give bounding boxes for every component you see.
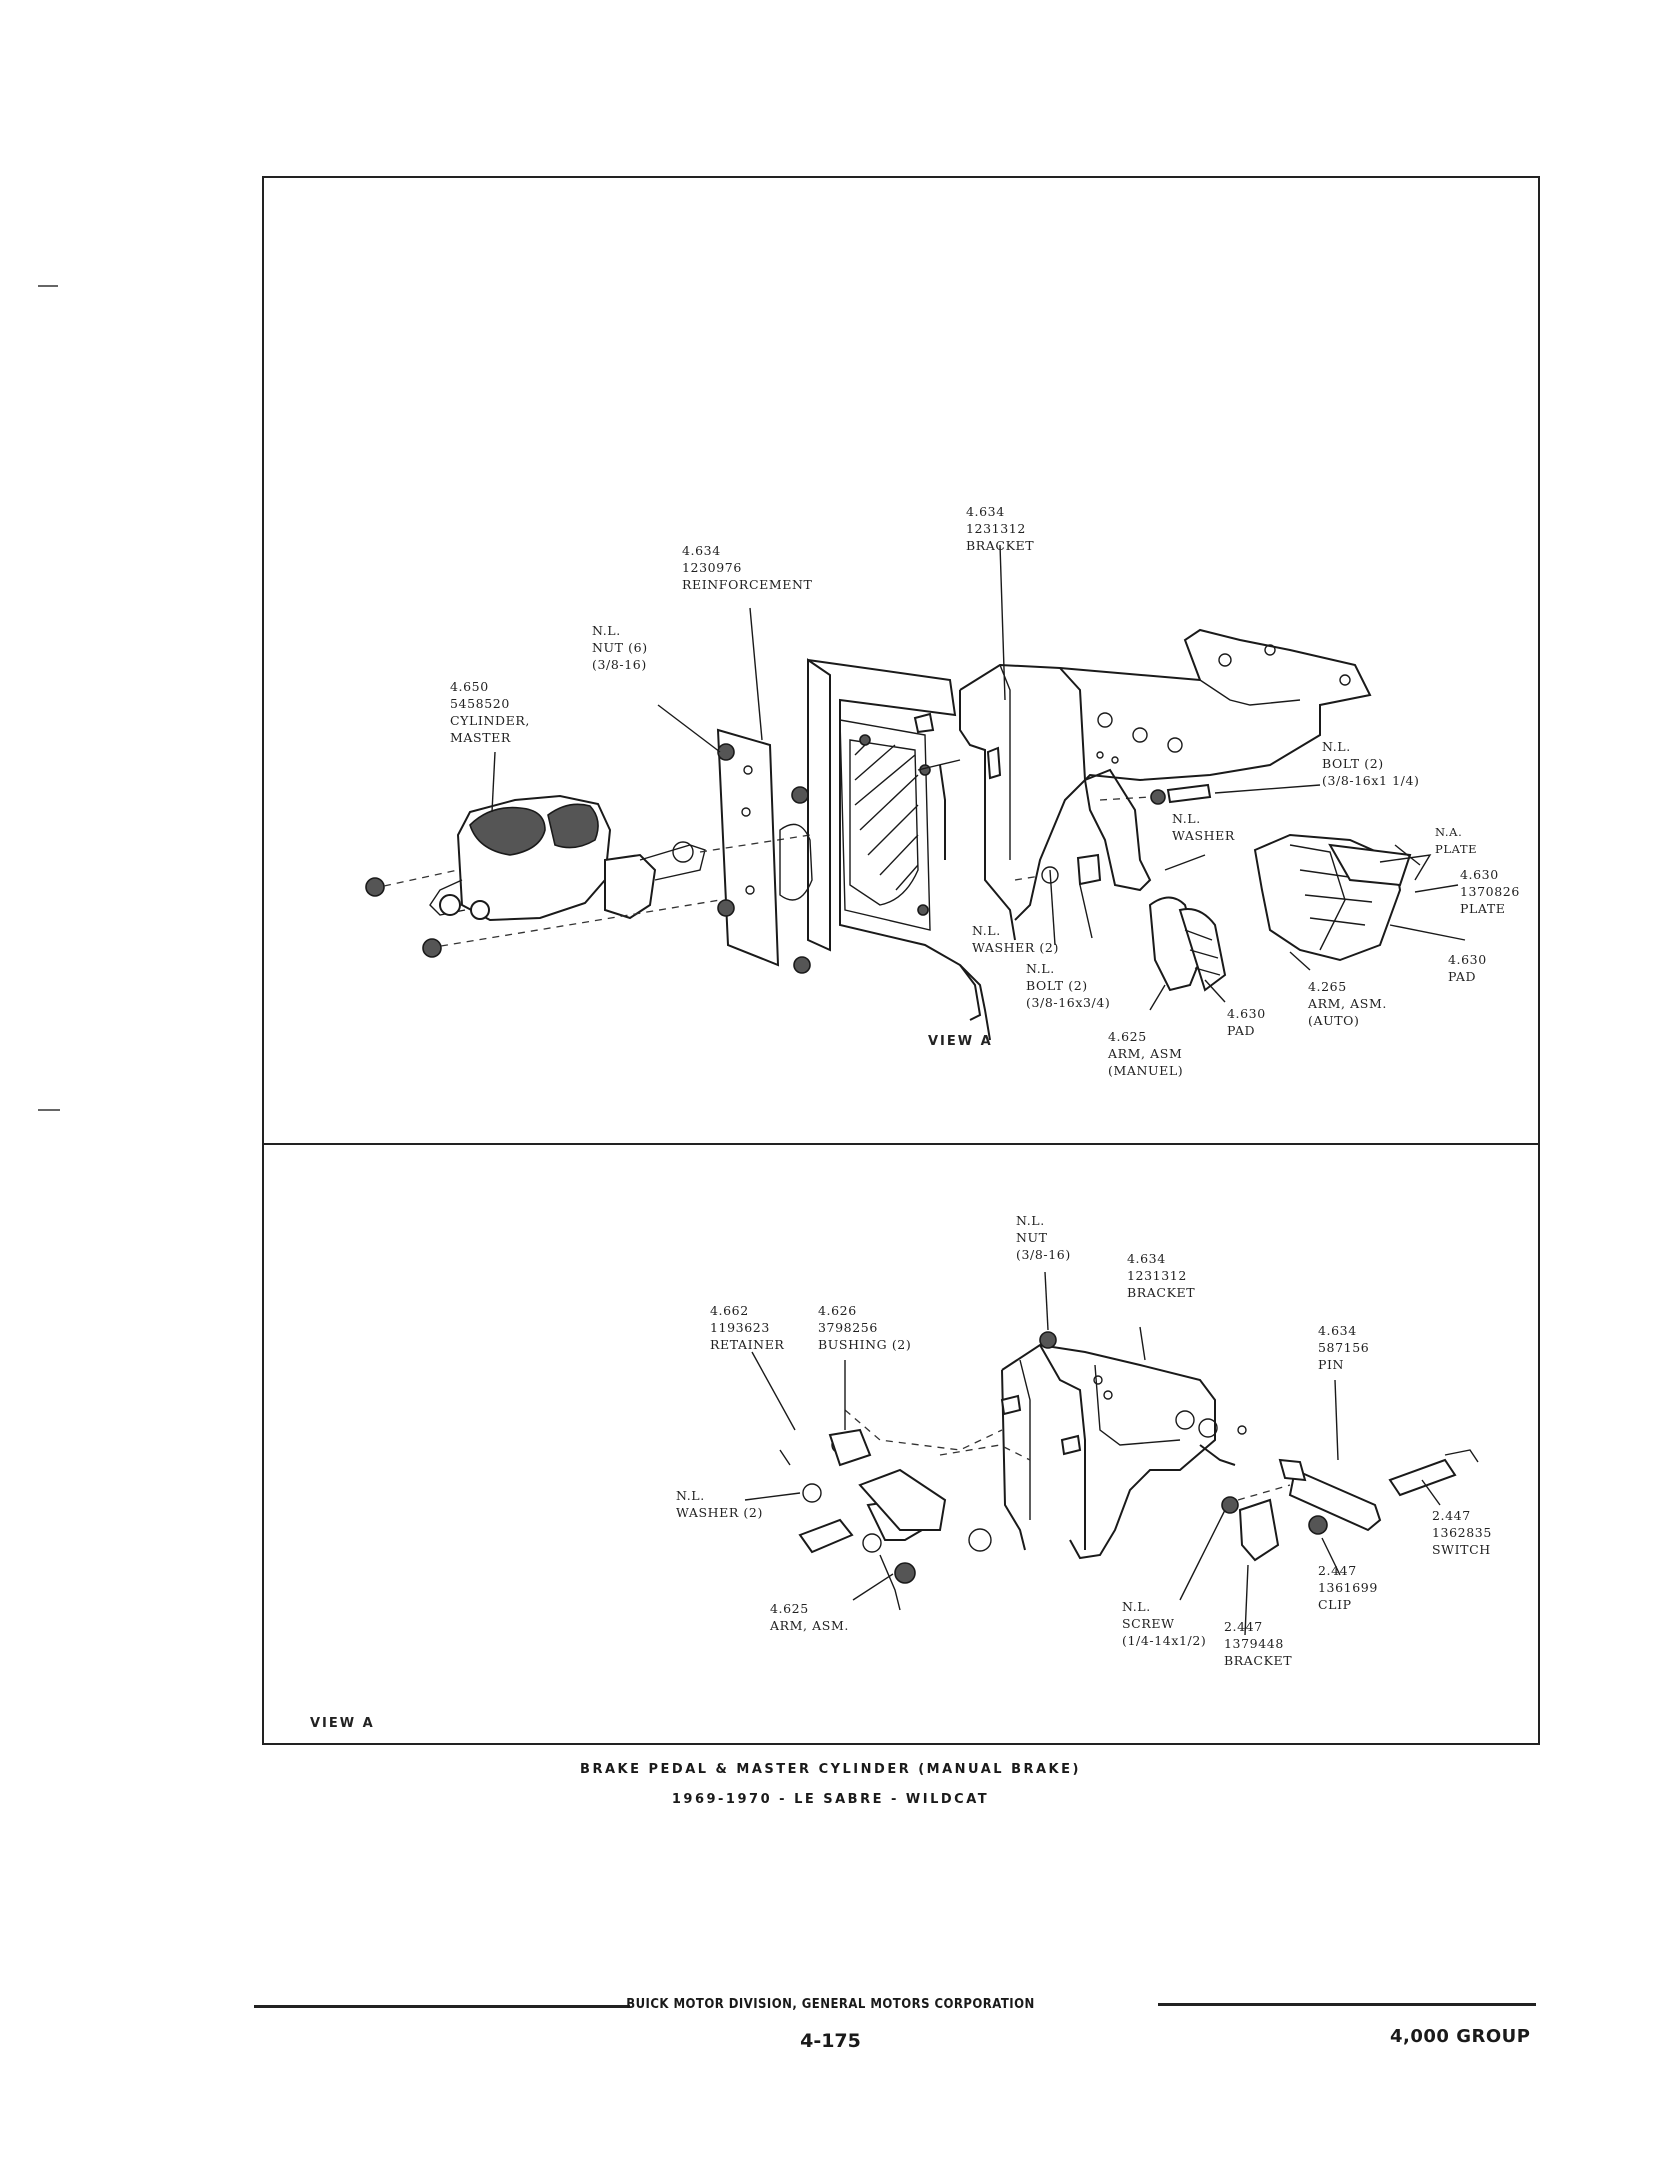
footer-rule bbox=[1158, 2003, 1536, 2006]
bolts-and-washers bbox=[1014, 783, 1212, 886]
na-plate-label: N.A. PLATE bbox=[1435, 825, 1478, 856]
bushing-label: 4.626 3798256 BUSHING (2) bbox=[818, 1303, 912, 1352]
view-a-hidden-line bbox=[939, 1444, 1031, 1461]
view-a-bracket-illustration bbox=[1000, 1331, 1247, 1560]
switch-label: 2.447 1362835 SWITCH bbox=[1432, 1508, 1492, 1557]
top-leader-lines bbox=[491, 544, 1466, 1011]
view-a-callout: VIEW A bbox=[928, 1034, 993, 1049]
auto-arm-label: 4.265 ARM, ASM. (AUTO) bbox=[1308, 979, 1387, 1028]
auto-pad-label: 4.630 PAD bbox=[1448, 952, 1487, 984]
margin-mark bbox=[38, 1109, 60, 1111]
master-cylinder-illustration bbox=[429, 794, 706, 922]
footer-rule bbox=[254, 2005, 630, 2008]
bottom-leader-lines bbox=[744, 1271, 1441, 1636]
view-a-pin-and-switch-illustration bbox=[1221, 1449, 1479, 1562]
retainer-label: 4.662 1193623 RETAINER bbox=[710, 1303, 785, 1352]
manual-pedal-arm-illustration bbox=[1083, 768, 1227, 992]
washer-label: N.L. WASHER bbox=[1172, 811, 1235, 843]
view-a-pedal-arm-illustration bbox=[779, 1428, 992, 1611]
page-number: 4-175 bbox=[800, 2030, 861, 2052]
view-a-bracket-label: 4.634 1231312 BRACKET bbox=[1127, 1251, 1196, 1300]
pin-label: 4.634 587156 PIN bbox=[1318, 1323, 1370, 1372]
margin-mark bbox=[38, 285, 58, 287]
bracket-label: 4.634 1231312 BRACKET bbox=[966, 504, 1035, 553]
manual-arm-label: 4.625 ARM, ASM (MANUEL) bbox=[1108, 1029, 1184, 1078]
screw-label: N.L. SCREW (1/4-14x1/2) bbox=[1122, 1599, 1207, 1648]
figure-caption-models: 1969-1970 - LE SABRE - WILDCAT bbox=[671, 1792, 990, 1807]
lower-washer-label: N.L. WASHER (2) bbox=[972, 923, 1059, 955]
upper-bolt-label: N.L. BOLT (2) (3/8-16x1 1/4) bbox=[1322, 739, 1420, 788]
view-a-diagram-panel bbox=[262, 1143, 1540, 1745]
manual-pad-label: 4.630 PAD bbox=[1227, 1006, 1266, 1038]
switch-bracket-label: 2.447 1379448 BRACKET bbox=[1224, 1619, 1293, 1668]
footer-corporation: BUICK MOTOR DIVISION, GENERAL MOTORS COR… bbox=[626, 1997, 1035, 2012]
reinforcement-plate-illustration bbox=[716, 728, 813, 974]
figure-caption-title: BRAKE PEDAL & MASTER CYLINDER (MANUAL BR… bbox=[580, 1762, 1081, 1777]
lower-bolt-label: N.L. BOLT (2) (3/8-16x3/4) bbox=[1026, 961, 1111, 1010]
plate-label: 4.630 1370826 PLATE bbox=[1460, 867, 1520, 916]
view-a-panel-title: VIEW A bbox=[310, 1716, 375, 1731]
view-a-cutaway-line bbox=[959, 964, 982, 1021]
view-a-arm-label: 4.625 ARM, ASM. bbox=[770, 1601, 849, 1633]
master-cylinder-label: 4.650 5458520 CYLINDER, MASTER bbox=[450, 679, 530, 745]
firewall-plate-illustration bbox=[807, 658, 991, 1041]
auto-pedal-illustration bbox=[1253, 833, 1432, 962]
group-label: 4,000 GROUP bbox=[1390, 2026, 1531, 2047]
cylinder-mount-nuts bbox=[365, 834, 811, 958]
top-diagram-panel bbox=[262, 176, 1540, 1143]
reinforcement-label: 4.634 1230976 REINFORCEMENT bbox=[682, 543, 813, 592]
nut-label: N.L. NUT (6) (3/8-16) bbox=[592, 623, 648, 672]
pedal-bracket-illustration bbox=[913, 628, 1372, 941]
view-a-washer-label: N.L. WASHER (2) bbox=[676, 1488, 763, 1520]
clip-label: 2.447 1361699 CLIP bbox=[1318, 1563, 1378, 1612]
view-a-hidden-line bbox=[844, 1409, 1003, 1451]
view-a-nut-label: N.L. NUT (3/8-16) bbox=[1016, 1213, 1071, 1262]
